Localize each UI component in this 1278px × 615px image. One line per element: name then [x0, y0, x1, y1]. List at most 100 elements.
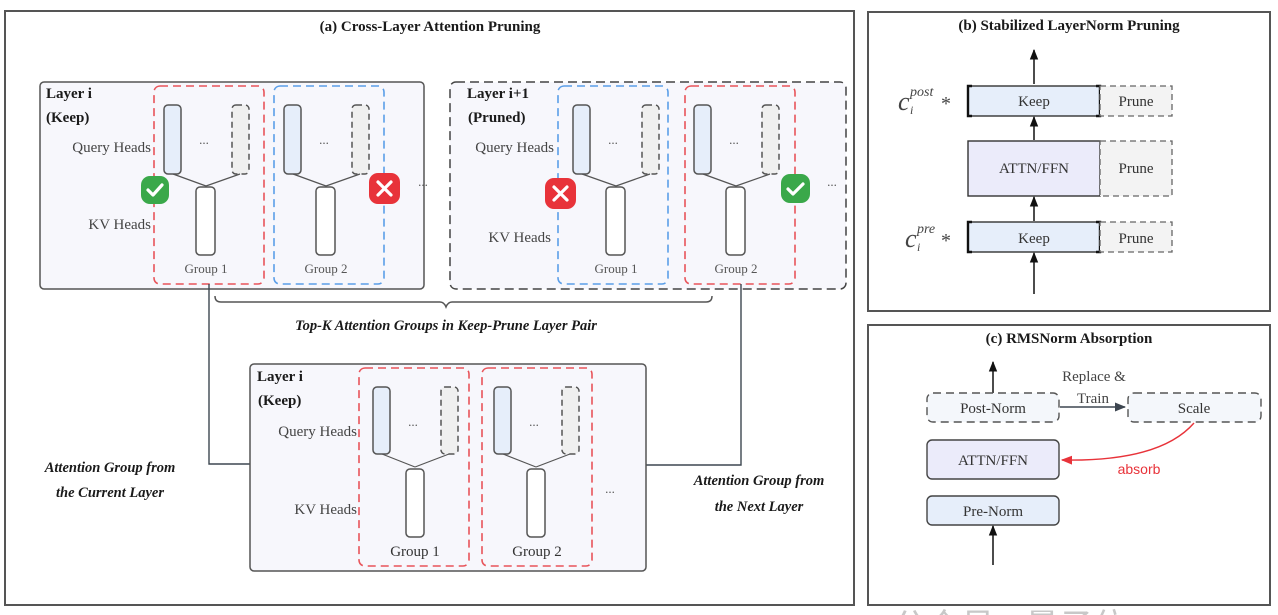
query-head-pruned [351, 104, 370, 175]
head-ellipsis: ... [199, 132, 209, 147]
group-label: Group 2 [715, 261, 758, 276]
right-caption-line-2: the Next Layer [715, 499, 804, 515]
cross-icon [369, 173, 400, 204]
group-label: Group 2 [305, 261, 348, 276]
prune-post-label: Prune [1119, 94, 1154, 110]
head-ellipsis: ... [319, 132, 329, 147]
scale-box [1127, 392, 1262, 423]
more-groups-ellipsis: ... [827, 174, 837, 189]
more-groups-ellipsis: ... [605, 481, 615, 496]
layer-name: Layer i [46, 86, 92, 102]
query-head-pruned [641, 104, 660, 175]
layer-i-keep-top: Layer i (Keep) Query Heads KV Heads ... … [39, 81, 428, 290]
kv-head [405, 468, 425, 538]
check-icon [141, 176, 169, 204]
group-label: Group 1 [185, 261, 228, 276]
kv-head [605, 186, 626, 256]
head-ellipsis: ... [529, 414, 539, 429]
query-head-kept [572, 104, 591, 175]
check-icon [781, 174, 810, 203]
coef-sup: post [909, 85, 934, 100]
layer-status: (Keep) [46, 110, 89, 126]
group-1-outline [557, 85, 669, 285]
kv-head [195, 186, 216, 256]
attn-ffn-label: ATTN/FFN [958, 453, 1028, 469]
left-caption-line-1: Attention Group from [44, 460, 176, 476]
kv-heads-label: KV Heads [88, 217, 151, 233]
head-ellipsis: ... [408, 414, 418, 429]
prune-pre-label: Prune [1119, 231, 1154, 247]
query-heads-label: Query Heads [475, 140, 554, 156]
group-label: Group 2 [512, 544, 562, 560]
query-head-pruned [561, 386, 580, 455]
panel-a: (a) Cross-Layer Attention Pruning Layer … [4, 10, 855, 606]
query-head-kept [283, 104, 302, 175]
scale-label: Scale [1178, 401, 1211, 417]
more-groups-ellipsis: ... [418, 174, 428, 189]
query-head-pruned [761, 104, 780, 175]
replace-label: Replace & [1062, 369, 1126, 385]
layer-box [249, 363, 647, 572]
query-head-pruned [231, 104, 250, 175]
kv-heads-label: KV Heads [488, 230, 551, 246]
query-head-kept [693, 104, 712, 175]
coef-sub: i [910, 103, 913, 117]
head-ellipsis: ... [608, 132, 618, 147]
group-2-outline [481, 367, 593, 567]
post-coefficient: c post i * [898, 85, 951, 117]
kv-head [315, 186, 336, 256]
keep-post-label: Keep [1018, 94, 1050, 110]
post-norm-label: Post-Norm [960, 401, 1026, 417]
prune-post-box [1099, 85, 1173, 117]
query-head-pruned [440, 386, 459, 455]
coef-base: c [898, 87, 910, 116]
train-label: Train [1077, 391, 1109, 407]
head-ellipsis: ... [729, 132, 739, 147]
keep-pre-label: Keep [1018, 231, 1050, 247]
post-norm-box [926, 392, 1060, 423]
query-heads-label: Query Heads [278, 424, 357, 440]
layer-status: (Keep) [258, 393, 301, 409]
query-head-kept [493, 386, 512, 455]
layer-name: Layer i [257, 369, 303, 385]
watermark: 公众号 · 量子位 [893, 608, 1127, 615]
query-head-kept [163, 104, 182, 175]
coef-op: * [941, 230, 951, 252]
layer-i-plus-1-pruned: Layer i+1 (Pruned) Query Heads KV Heads … [449, 81, 847, 290]
absorb-label: absorb [1118, 461, 1161, 477]
attn-ffn-box [926, 439, 1060, 480]
keep-pre-box [967, 221, 1101, 253]
pre-coefficient: c pre i * [905, 222, 951, 254]
coef-base: c [905, 224, 917, 253]
layer-status: (Pruned) [468, 110, 526, 126]
group-1-outline [358, 367, 470, 567]
group-label: Group 1 [390, 544, 440, 560]
kv-head [725, 186, 746, 256]
panel-b-title: (b) Stabilized LayerNorm Pruning [958, 18, 1180, 34]
coef-sup: pre [916, 222, 935, 237]
layer-i-keep-bottom: Layer i (Keep) Query Heads KV Heads ... … [249, 363, 647, 572]
attn-ffn-label: ATTN/FFN [999, 161, 1069, 177]
panel-c: (c) RMSNorm Absorption Replace & Post-No… [867, 324, 1271, 606]
group-label: Group 1 [595, 261, 638, 276]
attn-ffn-box [967, 140, 1101, 197]
query-head-kept [372, 386, 391, 455]
prune-pre-box [1099, 221, 1173, 253]
panel-c-title: (c) RMSNorm Absorption [986, 331, 1153, 347]
left-caption-line-2: the Current Layer [56, 485, 164, 501]
panel-a-title: (a) Cross-Layer Attention Pruning [320, 19, 541, 35]
absorb-arrow [1060, 422, 1195, 465]
prune-attn-label: Prune [1119, 161, 1154, 177]
layer-name: Layer i+1 [467, 86, 529, 102]
kv-head [526, 468, 546, 538]
coef-sub: i [917, 240, 920, 254]
top-k-brace [214, 295, 713, 310]
right-caption-line-1: Attention Group from [693, 473, 825, 489]
pre-norm-label: Pre-Norm [963, 504, 1023, 520]
brace-caption: Top-K Attention Groups in Keep-Prune Lay… [295, 318, 597, 334]
prune-attn-box [1099, 140, 1173, 197]
kv-heads-label: KV Heads [294, 502, 357, 518]
cross-icon [545, 178, 576, 209]
coef-op: * [941, 93, 951, 115]
